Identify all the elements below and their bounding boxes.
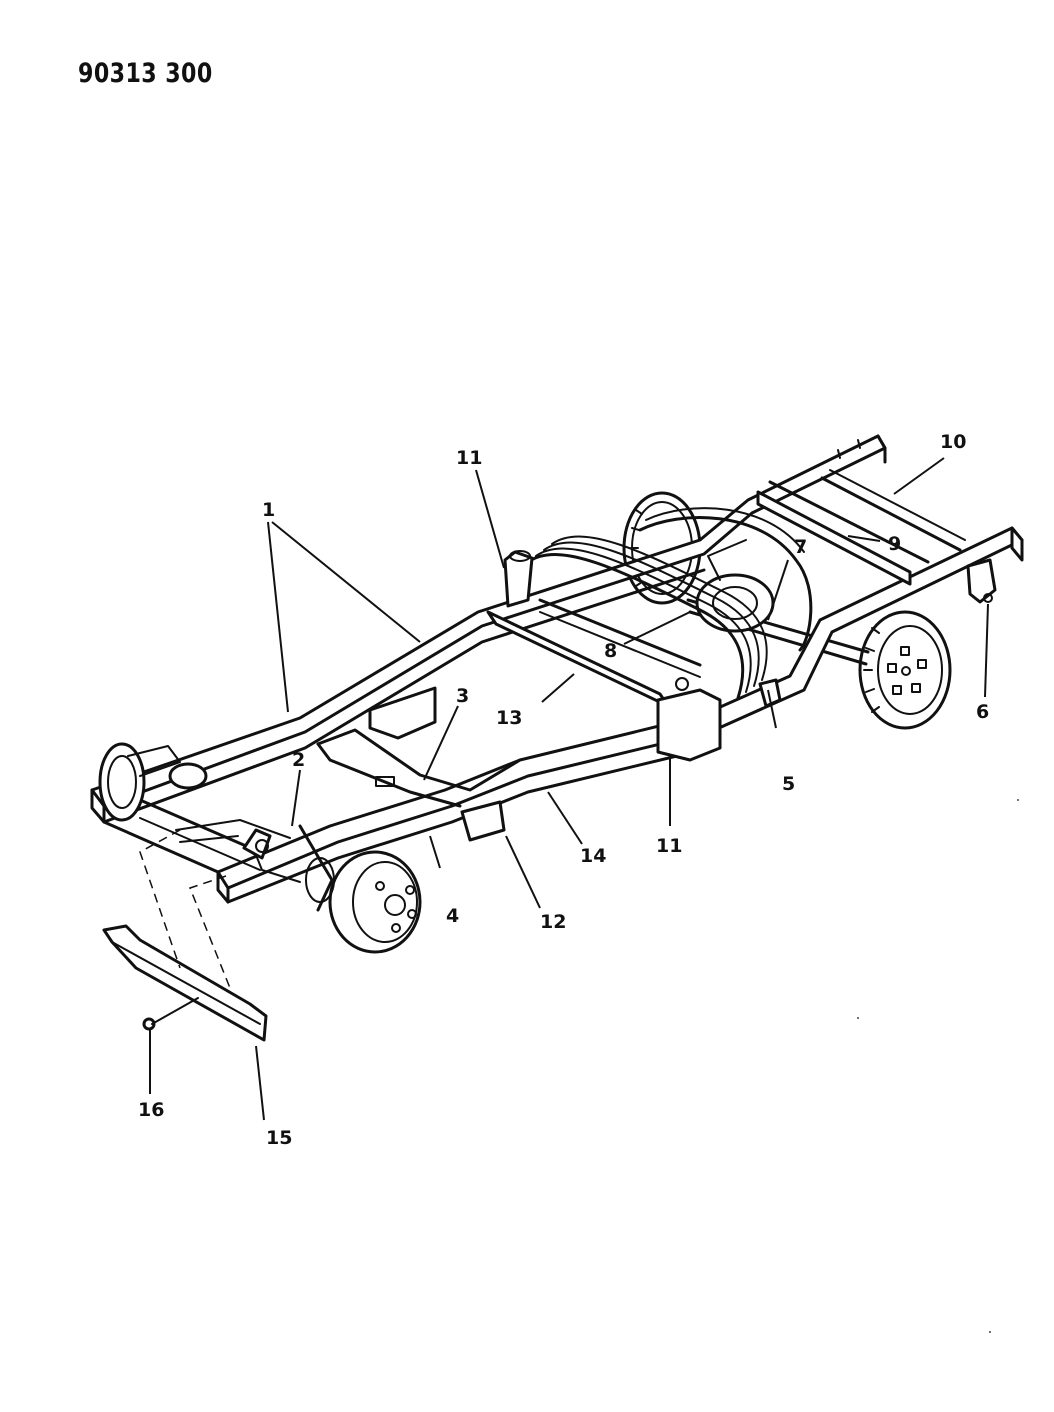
front-left-brake xyxy=(98,742,208,822)
callout-9: 9 xyxy=(888,533,901,555)
body-mount-rear xyxy=(656,677,722,762)
callout-6: 6 xyxy=(976,701,989,723)
rear-right-wheel xyxy=(858,610,952,730)
callout-7: 7 xyxy=(794,536,807,558)
center-crossmember xyxy=(316,728,522,808)
rear-crossmember xyxy=(756,480,930,586)
callout-13: 13 xyxy=(496,707,522,729)
callout-12: 12 xyxy=(540,911,566,933)
callout-4: 4 xyxy=(446,905,459,927)
leader-lines xyxy=(149,457,989,1121)
transmission-crossmember xyxy=(486,598,702,708)
scan-specks xyxy=(857,799,1019,1333)
frame-bracket-right xyxy=(460,800,506,842)
callout-10: 10 xyxy=(940,431,966,453)
callout-16: 16 xyxy=(138,1099,164,1121)
callout-2: 2 xyxy=(292,749,305,771)
callout-3: 3 xyxy=(456,685,469,707)
callout-14: 14 xyxy=(580,845,606,867)
diagram-code: 90313 300 xyxy=(78,58,213,89)
frame-bracket-left xyxy=(368,686,437,740)
callout-15: 15 xyxy=(266,1127,292,1149)
callout-11a: 11 xyxy=(456,447,482,469)
front-right-brake-rotor xyxy=(328,850,422,954)
body-mount-front xyxy=(503,550,534,608)
callout-8: 8 xyxy=(604,640,617,662)
callout-1: 1 xyxy=(262,499,275,521)
shackle-bracket xyxy=(966,558,997,604)
steering-linkage xyxy=(175,819,291,853)
installation-guide-lines xyxy=(139,829,231,1025)
rear-leaf-spring xyxy=(526,507,813,700)
left-frame-rail xyxy=(90,434,887,824)
skid-plate xyxy=(102,924,268,1042)
callout-labels: 1 2 3 4 5 6 7 8 9 10 11 11 12 13 14 15 1… xyxy=(138,431,989,1149)
rear-axle xyxy=(686,539,870,666)
spring-hanger xyxy=(758,678,782,708)
callout-11b: 11 xyxy=(656,835,682,857)
rear-end-crossmember xyxy=(820,469,966,552)
callout-5: 5 xyxy=(782,773,795,795)
